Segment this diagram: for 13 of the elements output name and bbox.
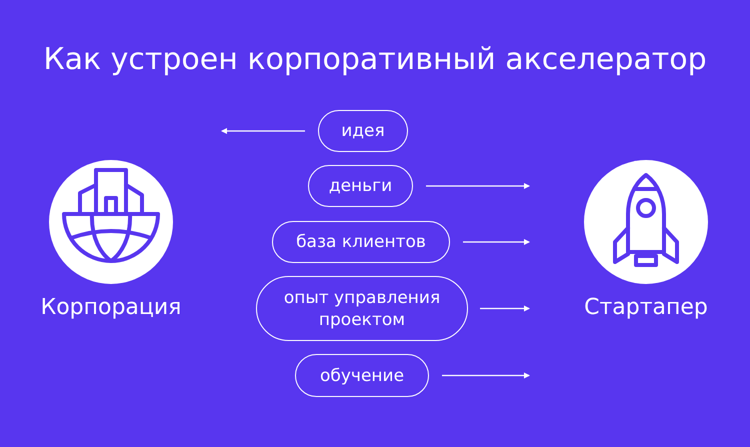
outlined-tag: идея xyxy=(318,110,408,152)
arrow xyxy=(221,128,305,134)
outlined-tag: опыт управления проектом xyxy=(256,276,468,341)
outlined-tag: обучение xyxy=(295,354,429,397)
title: Как устроен корпоративный акселератор xyxy=(42,41,708,79)
arrow xyxy=(442,372,530,378)
arrow xyxy=(480,306,530,312)
node-label: Корпорация xyxy=(40,294,182,322)
node-label: Стартапер xyxy=(584,294,708,322)
arrow xyxy=(463,239,530,245)
arrow xyxy=(426,183,530,189)
outlined-tag: база клиентов xyxy=(272,221,450,263)
outlined-tag: деньги xyxy=(308,165,413,207)
